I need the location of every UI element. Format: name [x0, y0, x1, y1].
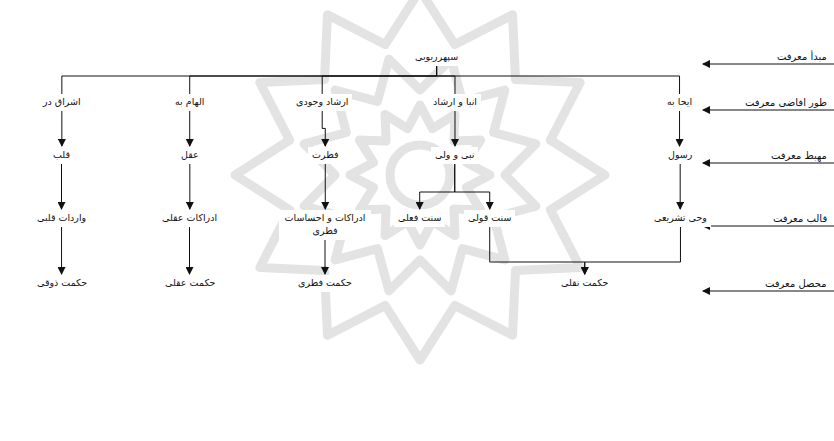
connector	[62, 66, 437, 94]
root-node: سپهرربوبی	[411, 49, 462, 66]
connector	[61, 111, 62, 146]
node-text: فطرت	[312, 149, 339, 162]
node-text: نبی و ولی	[435, 149, 474, 162]
connector	[455, 164, 490, 209]
rosette-shape	[235, 0, 605, 360]
node-text: ادراکات و احساسات فطری	[283, 212, 367, 238]
row-label: طور افاضی معرفت	[743, 97, 829, 108]
concept-node: حکمت نقلی	[557, 275, 612, 292]
node-text: ادراکات عقلی	[162, 212, 217, 225]
connector	[437, 66, 680, 94]
node-text: حکمت ذوقی	[37, 277, 87, 290]
connector	[61, 164, 62, 209]
connector	[322, 111, 325, 146]
concept-node: ایحا به	[663, 94, 696, 111]
concept-node: فطرت	[308, 147, 343, 164]
rosette-star	[235, 0, 605, 360]
node-text: عقل	[181, 149, 199, 162]
node-text: واردات قلبی	[37, 212, 86, 225]
connector	[322, 66, 436, 94]
node-text: سنت قولی	[468, 212, 511, 225]
connector	[679, 111, 680, 146]
node-text: انبا و ارشاد	[433, 96, 477, 109]
connector	[189, 164, 190, 209]
node-text: اشراق در	[43, 96, 81, 109]
concept-node: سنت قولی	[464, 210, 515, 227]
connector	[420, 164, 455, 209]
concept-node: نبی و ولی	[431, 147, 478, 164]
concept-node: اشراق در	[39, 94, 85, 111]
connector	[680, 164, 681, 209]
concept-node: قلب	[49, 147, 74, 164]
connector	[454, 111, 455, 146]
row-label: مبدأ معرفت	[775, 51, 829, 62]
leader-arrow	[703, 226, 834, 227]
leader-arrow	[703, 64, 834, 65]
concept-node: عقل	[177, 147, 203, 164]
concept-node: انبا و ارشاد	[429, 94, 481, 111]
node-text: قلب	[53, 149, 70, 162]
node-text: حکمت عقلی	[165, 277, 216, 290]
row-label: محصل معرفت	[763, 278, 829, 289]
connector	[437, 66, 455, 94]
node-text: حکمت فطری	[298, 277, 352, 290]
node-text: سپهرربوبی	[415, 51, 458, 64]
connector	[190, 66, 437, 94]
node-text: حکمت نقلی	[561, 277, 608, 290]
concept-node: حکمت عقلی	[161, 275, 220, 292]
concept-node: ادراکات و احساسات فطری	[279, 210, 371, 240]
node-text: سنت فعلی	[398, 212, 441, 225]
connector	[325, 164, 326, 209]
concept-node: واردات قلبی	[33, 210, 90, 227]
leader-arrow	[703, 291, 834, 292]
connector	[490, 227, 585, 274]
concept-node: وحی تشریعی	[650, 210, 711, 227]
node-text: ایحا به	[667, 96, 692, 109]
concept-node: رسول	[664, 147, 696, 164]
connector	[325, 240, 326, 274]
node-text: ارشاد وجودی	[296, 96, 348, 109]
row-label: قالب معرفت	[771, 213, 829, 224]
concept-node: سنت فعلی	[394, 210, 445, 227]
concept-node: ارشاد وجودی	[292, 94, 352, 111]
concept-node: حکمت فطری	[294, 275, 356, 292]
leader-arrow	[703, 110, 834, 111]
node-text: وحی تشریعی	[654, 212, 707, 225]
concept-node: حکمت ذوقی	[33, 275, 91, 292]
leader-arrow	[703, 163, 834, 164]
connector	[189, 227, 190, 274]
concept-node: ادراکات عقلی	[158, 210, 221, 227]
connector	[61, 227, 62, 274]
leader-arrows	[703, 64, 834, 291]
node-text: الهام به	[175, 96, 204, 109]
concept-node: الهام به	[171, 94, 208, 111]
connector	[585, 227, 681, 274]
node-text: رسول	[668, 149, 692, 162]
row-label: مهبط معرفت	[769, 150, 829, 161]
connector	[189, 111, 190, 146]
